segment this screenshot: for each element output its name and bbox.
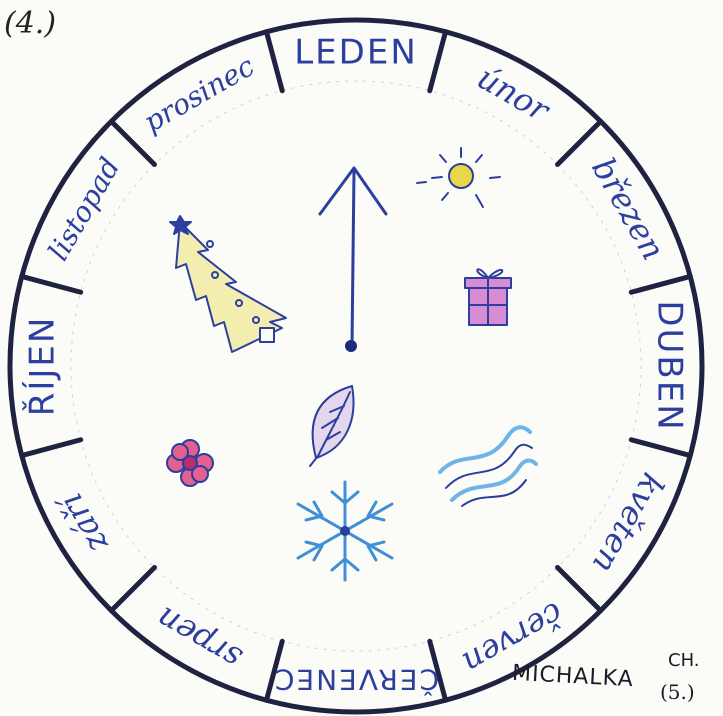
month-label: únor [471, 58, 557, 130]
month-divider [266, 32, 282, 91]
month-divider [631, 276, 690, 292]
snowflake-icon [298, 482, 392, 580]
month-label: prosinec [138, 49, 260, 139]
wind-waves-icon [440, 427, 536, 506]
month-divider [22, 276, 81, 292]
month-label: LEDEN [294, 33, 418, 73]
month-label: květen [585, 467, 672, 580]
month-divider [430, 32, 446, 91]
month-divider [111, 568, 154, 611]
month-divider [558, 121, 601, 164]
month-label: ČERVENEC [273, 663, 439, 697]
month-label: DUBEN [650, 300, 690, 431]
wheel-inner-guide [71, 81, 641, 651]
clock-hand-arrow [320, 168, 386, 352]
christmas-tree-icon [170, 216, 286, 352]
month-label: ŘÍJEN [22, 316, 63, 417]
month-divider [558, 568, 601, 611]
gift-icon [465, 269, 511, 325]
month-divider [631, 440, 690, 456]
month-label: listopad [42, 152, 127, 266]
signature-grade: (5.) [660, 680, 695, 704]
signature-initials: CH. [668, 650, 700, 671]
flower-icon [167, 440, 213, 486]
month-label: březen [584, 151, 672, 266]
month-dividers [22, 32, 690, 700]
leaf-icon [310, 386, 354, 466]
month-divider [22, 440, 81, 456]
sun-icon [417, 148, 500, 207]
month-label: srpen [150, 599, 248, 678]
